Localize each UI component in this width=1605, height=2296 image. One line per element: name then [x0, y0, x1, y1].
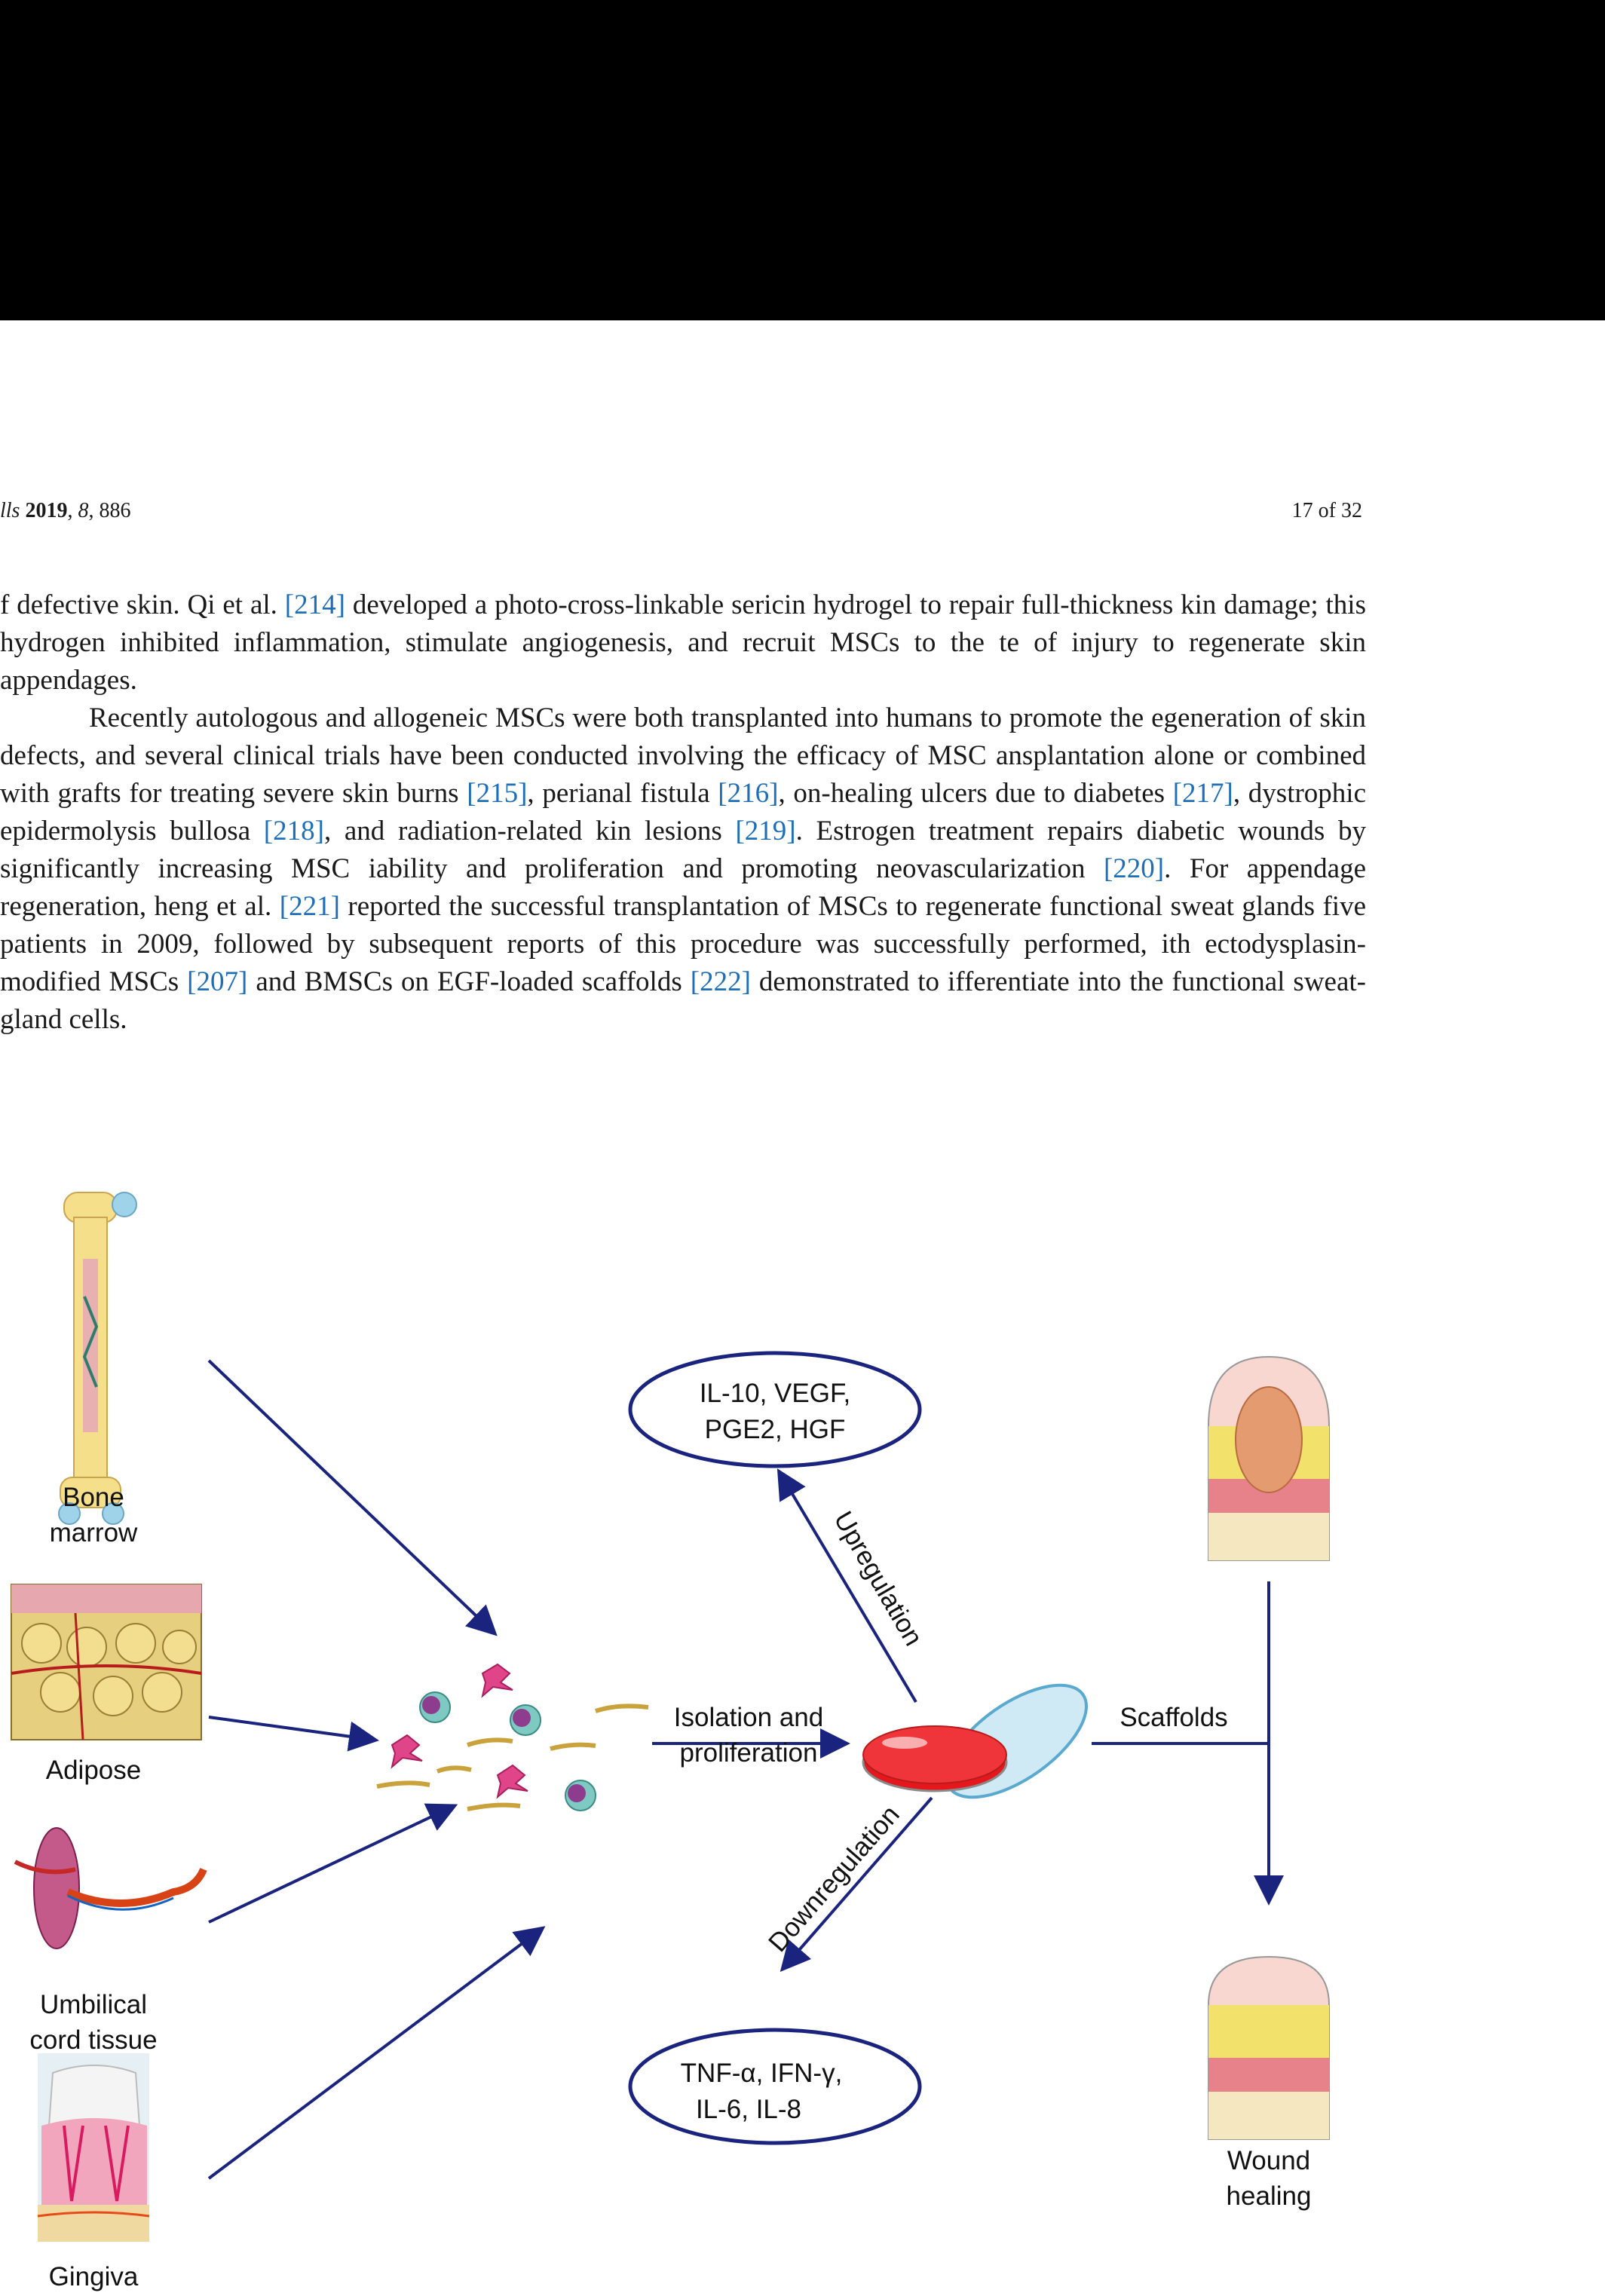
- upregulated-factors-ellipse: [628, 1351, 922, 1468]
- citation-221[interactable]: [221]: [279, 891, 340, 922]
- source-label-line2: cord tissue: [29, 2025, 157, 2055]
- downregulation-label: Downregulation: [763, 1800, 905, 1958]
- paragraph-1: f defective skin. Qi et al. [214] develo…: [0, 589, 1366, 696]
- black-header-band: [0, 0, 1605, 320]
- scaffolds-label: Scaffolds: [1120, 1703, 1227, 1732]
- arrow-downregulation: [780, 1796, 933, 1973]
- msc-wound-healing-figure: Bone marrow Adipose Umbilical cord tissu…: [0, 1146, 1605, 2296]
- adipose-image: [11, 1584, 202, 1740]
- source-label-line1: Bone: [63, 1483, 124, 1512]
- source-label-line1: Adipose: [46, 1756, 141, 1785]
- isolation-label-line2: proliferation: [680, 1738, 818, 1768]
- down-factors-line2: IL-6, IL-8: [696, 2095, 801, 2124]
- downregulated-factors-ellipse: [628, 2028, 922, 2145]
- citation-219[interactable]: [219]: [735, 816, 796, 846]
- running-header-journal: lls 2019, 8, 886: [0, 499, 131, 522]
- arrow-umbilical-to-cells: [208, 1803, 458, 1924]
- wound-healing-label-line2: healing: [1227, 2181, 1312, 2211]
- arrow-adipose-to-cells: [208, 1716, 379, 1752]
- citation-222[interactable]: [222]: [690, 966, 751, 997]
- body-text: f defective skin. Qi et al. [214] develo…: [0, 586, 1366, 1039]
- source-label-line2: marrow: [50, 1518, 138, 1548]
- arrow-bone-to-cells: [207, 1359, 498, 1636]
- paragraph-2: Recently autologous and allogeneic MSCs …: [0, 703, 1367, 1035]
- down-factors-line1: TNF-α, IFN-γ,: [681, 2059, 843, 2088]
- isolation-label-line1: Isolation and: [674, 1703, 823, 1732]
- msc-cell-cluster: [376, 1663, 649, 1811]
- petri-dish-image: [862, 1683, 1089, 1799]
- umbilical-cord-image: [14, 1827, 207, 1949]
- citation-207[interactable]: [207]: [187, 966, 248, 997]
- citation-217[interactable]: [217]: [1172, 778, 1233, 809]
- up-factors-line2: PGE2, HGF: [705, 1415, 846, 1444]
- citation-220[interactable]: [220]: [1103, 853, 1165, 884]
- wound-image: [1208, 1355, 1330, 1561]
- healed-skin-image: [1208, 1955, 1330, 2140]
- source-label-line1: Umbilical: [40, 1990, 147, 2019]
- gingiva-image: [37, 2053, 150, 2242]
- bone-marrow-image: [58, 1192, 137, 1525]
- citation-214[interactable]: [214]: [284, 589, 345, 620]
- up-factors-line1: IL-10, VEGF,: [700, 1379, 850, 1408]
- page-number: 17 of 32: [1291, 499, 1362, 522]
- arrow-gingiva-to-cells: [207, 1926, 546, 2180]
- citation-218[interactable]: [218]: [263, 816, 324, 846]
- citation-216[interactable]: [216]: [718, 778, 779, 809]
- arrow-upregulation: [776, 1468, 917, 1704]
- wound-healing-label-line1: Wound: [1227, 2146, 1310, 2175]
- source-label-line1: Gingiva: [49, 2262, 139, 2291]
- citation-215[interactable]: [215]: [467, 778, 528, 809]
